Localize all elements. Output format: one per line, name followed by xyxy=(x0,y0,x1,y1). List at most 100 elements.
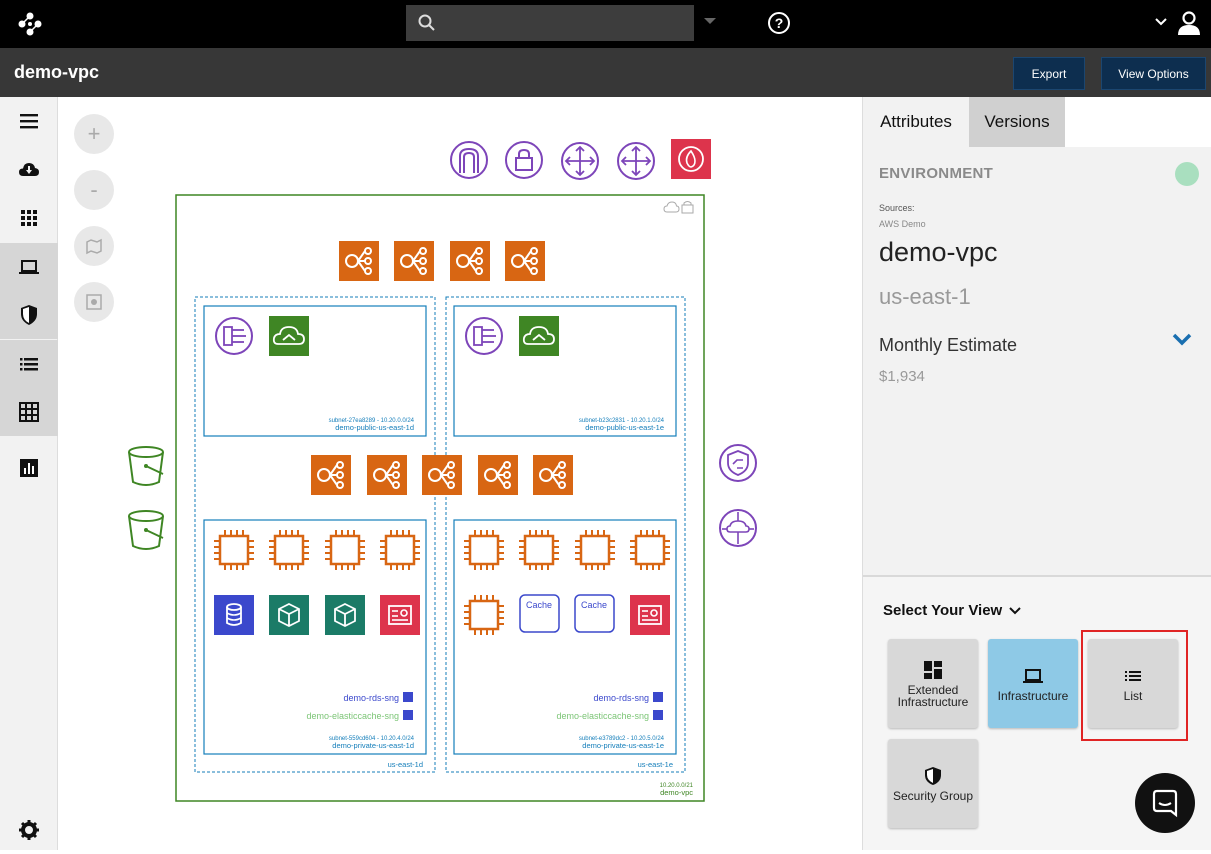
focus-icon xyxy=(86,294,102,310)
view-selector-toggle[interactable]: Select Your View xyxy=(883,602,1022,619)
zoom-in-button[interactable]: + xyxy=(74,114,114,154)
view-label: Extended Infrastructure xyxy=(897,682,969,709)
tab-attributes[interactable]: Attributes xyxy=(863,97,969,147)
sidebar-item-download[interactable] xyxy=(0,146,58,194)
chat-launcher-button[interactable] xyxy=(1135,773,1195,833)
sidebar-item-table[interactable] xyxy=(0,388,58,436)
tab-versions[interactable]: Versions xyxy=(969,97,1065,147)
availability-zone xyxy=(194,296,436,773)
ec2-instance-icon[interactable] xyxy=(212,528,256,572)
transit-gateway-icon[interactable] xyxy=(719,509,757,547)
load-balancer-icon[interactable] xyxy=(310,454,352,496)
nat-gateway-icon[interactable] xyxy=(268,315,310,357)
subnet-name-label: demo-private-us-east-1d xyxy=(332,741,414,750)
elasticache-icon[interactable] xyxy=(574,594,615,633)
subnet-id-label: subnet-b23c2831 - 10.20.1.0/24 xyxy=(579,418,665,424)
ec2-instance-icon[interactable] xyxy=(517,528,561,572)
app-logo-icon[interactable] xyxy=(16,10,44,38)
s3-bucket-icon[interactable] xyxy=(128,510,164,550)
subnet-group-icon xyxy=(403,710,413,720)
search-bar[interactable] xyxy=(406,5,694,41)
nat-gateway-icon[interactable] xyxy=(518,315,560,357)
subnet-group-icon xyxy=(403,692,413,702)
chevron-down-icon[interactable] xyxy=(703,16,717,26)
view-options-button[interactable]: View Options xyxy=(1101,57,1206,90)
sidebar-item-list[interactable] xyxy=(0,340,58,388)
architecture-diagram: Cache Cache demo-rds-sng demo-elasticcac… xyxy=(128,139,757,802)
ec2-instance-icon[interactable] xyxy=(462,593,506,637)
user-icon[interactable] xyxy=(1176,10,1202,36)
chevron-down-icon[interactable] xyxy=(1171,331,1193,347)
endpoint-icon[interactable] xyxy=(719,444,757,482)
menu-icon xyxy=(20,114,38,129)
view-security-group[interactable]: Security Group xyxy=(888,739,978,828)
subnet-name-label: demo-private-us-east-1e xyxy=(582,741,664,750)
load-balancer-icon[interactable] xyxy=(338,240,380,282)
chevron-down-icon[interactable] xyxy=(1154,17,1168,27)
vpn-lock-icon[interactable] xyxy=(505,141,543,179)
monthly-estimate-label[interactable]: Monthly Estimate xyxy=(879,335,1018,355)
diagram-canvas[interactable]: + - xyxy=(59,97,862,850)
table-icon xyxy=(19,402,39,422)
view-list[interactable]: List xyxy=(1088,639,1178,728)
resource-title: demo-vpc xyxy=(879,237,998,267)
ec2-instance-icon[interactable] xyxy=(573,528,617,572)
public-subnet xyxy=(453,305,677,437)
load-balancer-icon[interactable] xyxy=(477,454,519,496)
secrets-icon[interactable] xyxy=(629,594,671,636)
ec2-instance-icon[interactable] xyxy=(323,528,367,572)
panel-tabs: Attributes Versions xyxy=(863,97,1211,147)
s3-bucket-icon[interactable] xyxy=(128,446,164,486)
grid-apps-icon xyxy=(21,210,37,226)
load-balancer-icon[interactable] xyxy=(366,454,408,496)
load-balancer-icon[interactable] xyxy=(393,240,435,282)
firewall-icon[interactable] xyxy=(671,139,711,179)
laptop-icon xyxy=(1023,668,1043,683)
help-icon[interactable]: ? xyxy=(767,11,791,35)
peering-connection-icon[interactable] xyxy=(561,142,599,180)
sidebar-item-apps[interactable] xyxy=(0,194,58,242)
resource-region: us-east-1 xyxy=(879,284,971,309)
sidebar-item-security[interactable] xyxy=(0,291,58,339)
view-label: Security Group xyxy=(892,788,974,803)
subnet-name-label: demo-public-us-east-1e xyxy=(585,423,664,432)
secrets-icon[interactable] xyxy=(379,594,421,636)
top-bar: ? xyxy=(0,0,1211,48)
environment-label: ENVIRONMENT xyxy=(879,165,994,182)
vpc-boundary xyxy=(175,194,705,802)
ec2-instance-icon[interactable] xyxy=(267,528,311,572)
load-balancer-icon[interactable] xyxy=(532,454,574,496)
zoom-out-button[interactable]: - xyxy=(74,170,114,210)
load-balancer-icon[interactable] xyxy=(421,454,463,496)
subnet-id-label: subnet-e3789dc2 - 10.20.5.0/24 xyxy=(579,736,665,742)
sidebar-item-settings[interactable] xyxy=(0,806,58,854)
sidebar-item-infrastructure[interactable] xyxy=(0,243,58,291)
sidebar-item-menu[interactable] xyxy=(0,97,58,145)
view-extended-infrastructure[interactable]: Extended Infrastructure xyxy=(888,639,978,728)
router-icon[interactable] xyxy=(215,317,253,355)
peering-connection-icon[interactable] xyxy=(617,142,655,180)
router-icon[interactable] xyxy=(465,317,503,355)
vpc-cidr-label: 10.20.0.0/21 xyxy=(660,783,694,789)
load-balancer-icon[interactable] xyxy=(449,240,491,282)
container-icon[interactable] xyxy=(324,594,366,636)
vpc-name-label: demo-vpc xyxy=(660,788,693,797)
rds-database-icon[interactable] xyxy=(213,594,255,636)
view-infrastructure[interactable]: Infrastructure xyxy=(988,639,1078,728)
internet-gateway-icon[interactable] xyxy=(450,141,488,179)
ec2-instance-icon[interactable] xyxy=(628,528,672,572)
fit-view-button[interactable] xyxy=(74,226,114,266)
sidebar-item-reports[interactable] xyxy=(0,444,58,492)
elasticache-icon[interactable] xyxy=(519,594,560,633)
ec2-instance-icon[interactable] xyxy=(462,528,506,572)
center-view-button[interactable] xyxy=(74,282,114,322)
search-input[interactable] xyxy=(446,5,686,41)
bar-chart-icon xyxy=(20,459,38,477)
load-balancer-icon[interactable] xyxy=(504,240,546,282)
ec2-instance-icon[interactable] xyxy=(378,528,422,572)
export-button[interactable]: Export xyxy=(1013,57,1085,90)
subnet-group-icon xyxy=(653,710,663,720)
container-icon[interactable] xyxy=(268,594,310,636)
lock-icon xyxy=(681,201,694,214)
svg-text:?: ? xyxy=(775,15,784,31)
